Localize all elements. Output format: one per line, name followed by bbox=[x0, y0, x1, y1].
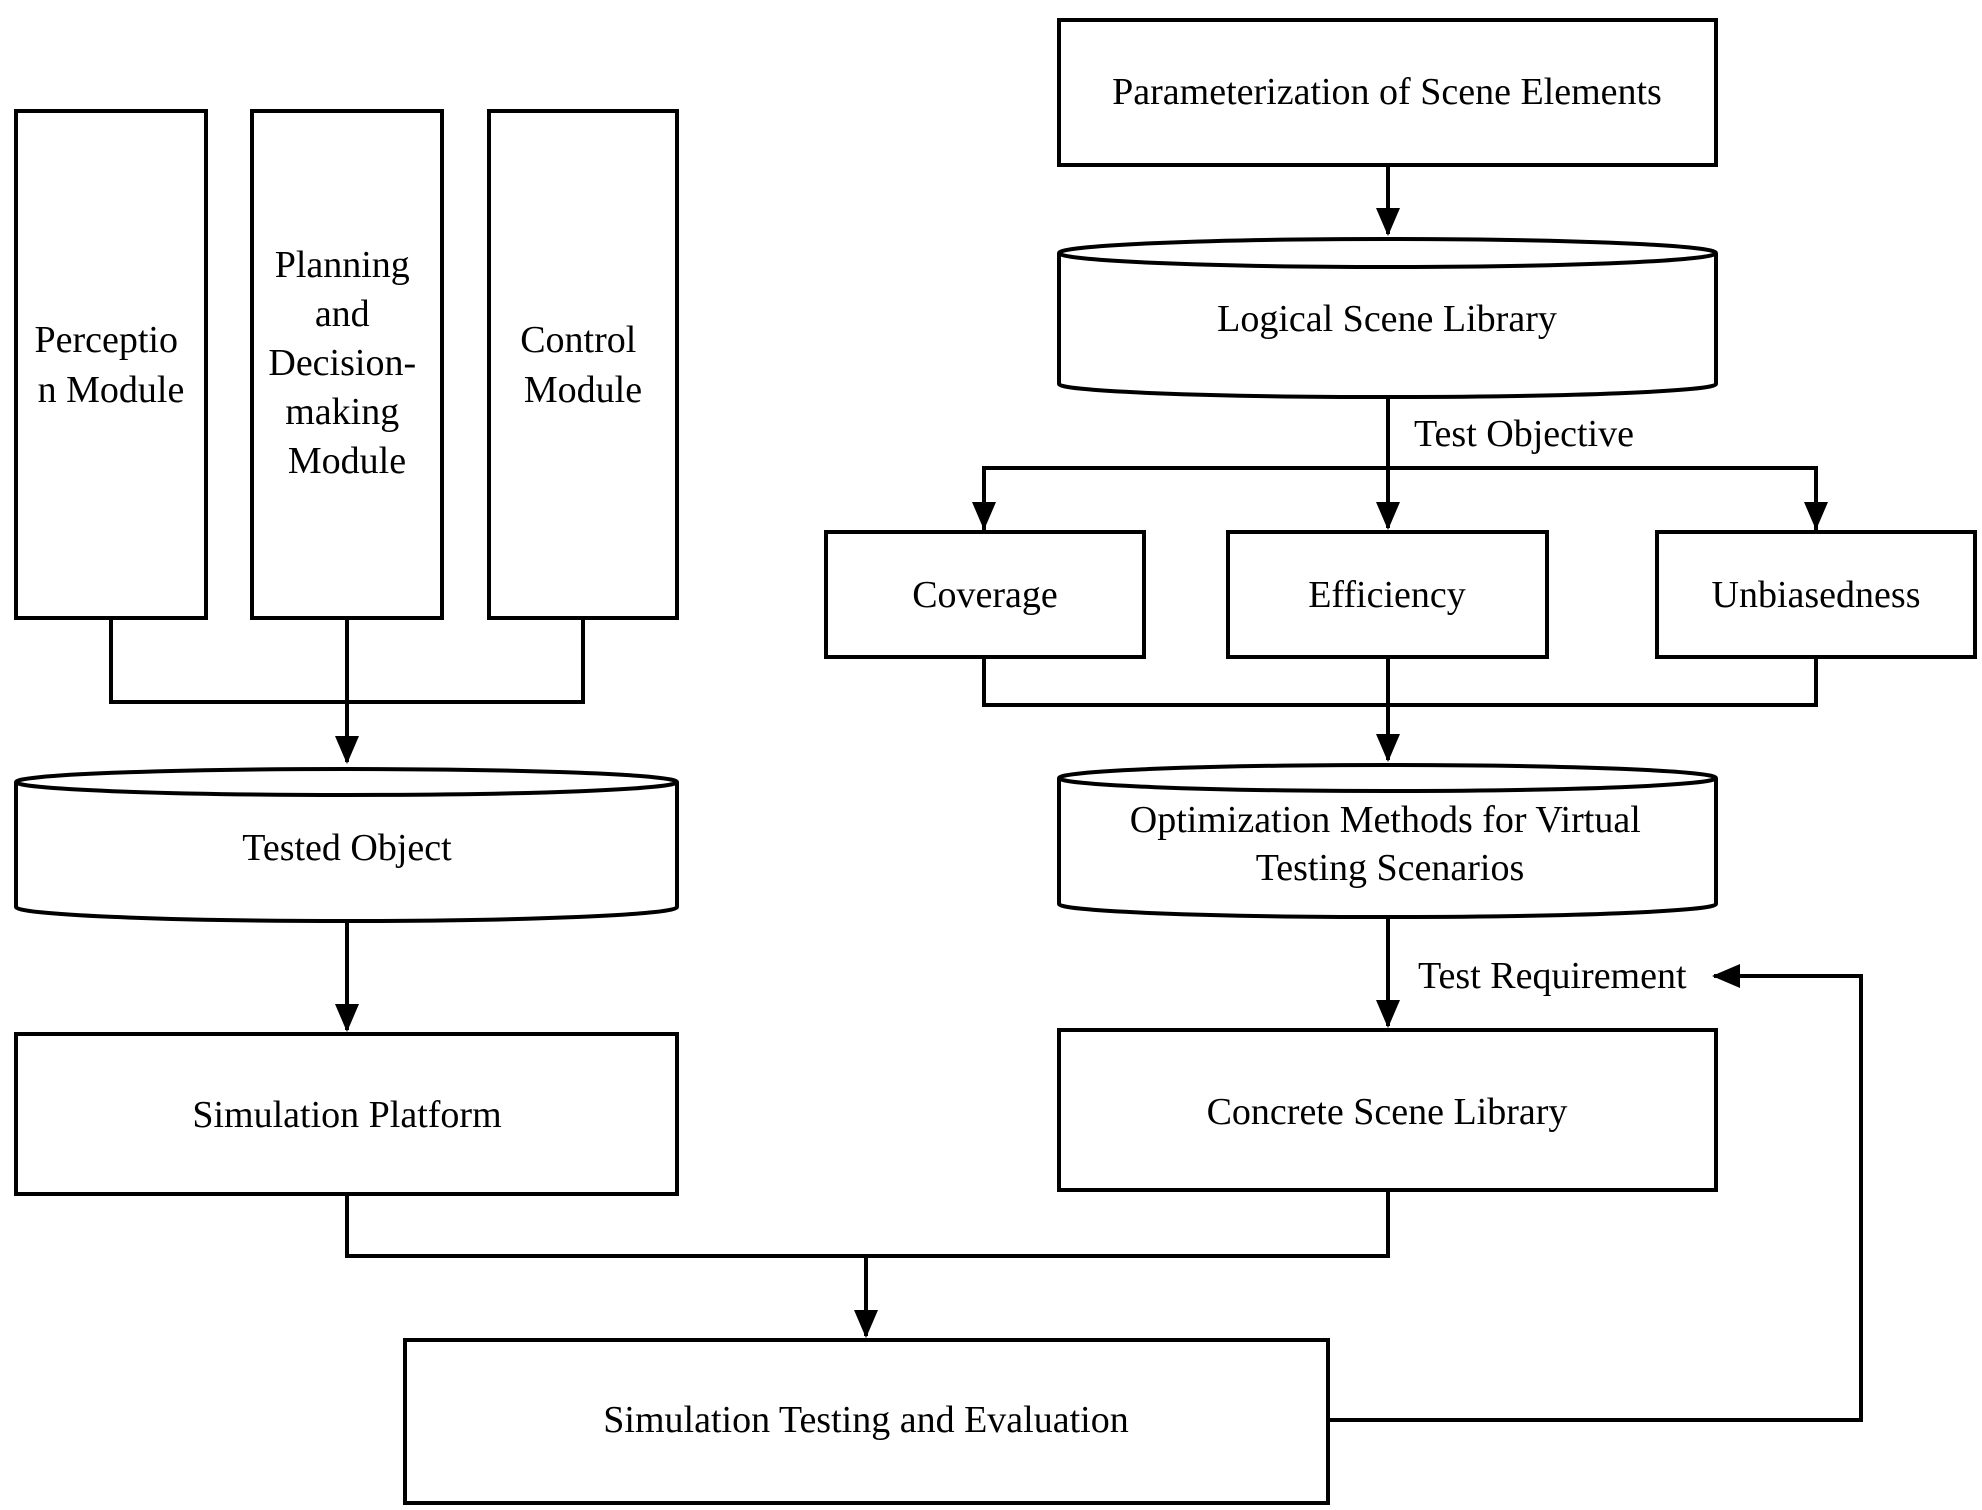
test-requirement-label: Test Requirement bbox=[1418, 955, 1687, 997]
test-objective-label: Test Objective bbox=[1414, 413, 1634, 455]
concrete-scene-library-label: Concrete Scene Library bbox=[1207, 1091, 1568, 1133]
unbiasedness-box: Unbiasedness bbox=[1655, 530, 1977, 659]
efficiency-label: Efficiency bbox=[1308, 574, 1466, 616]
planning-line-3: Decision- bbox=[268, 342, 416, 384]
bottom-merge-connector bbox=[345, 1190, 1390, 1258]
svg-text:Control Module: Control Module bbox=[520, 319, 646, 411]
parameterization-box: Parameterization of Scene Elements bbox=[1057, 18, 1718, 167]
planning-line-2: and bbox=[315, 293, 370, 335]
tested-object-cylinder: Tested Object bbox=[14, 767, 679, 924]
svg-text:Optimization Methods for Virtu: Optimization Methods for Virtual Testing… bbox=[1130, 799, 1651, 889]
logical-scene-library-label: Logical Scene Library bbox=[1217, 298, 1557, 340]
simulation-testing-label: Simulation Testing and Evaluation bbox=[603, 1399, 1128, 1441]
planning-module-box: Planning and Decision- making Module bbox=[250, 109, 444, 620]
tested-object-label: Tested Object bbox=[242, 827, 452, 869]
simulation-testing-box: Simulation Testing and Evaluation bbox=[403, 1338, 1330, 1505]
parameterization-label: Parameterization of Scene Elements bbox=[1112, 71, 1662, 113]
planning-line-5: Module bbox=[288, 440, 406, 482]
coverage-label: Coverage bbox=[912, 574, 1058, 616]
perception-line-1: Perceptio bbox=[34, 319, 178, 361]
unbiasedness-label: Unbiasedness bbox=[1712, 574, 1921, 616]
feedback-loop-arrow bbox=[1328, 964, 1863, 1422]
planning-line-1: Planning bbox=[275, 244, 410, 286]
perception-module-box: Perceptio n Module bbox=[14, 109, 208, 620]
optimization-line-1: Optimization Methods for Virtual bbox=[1130, 799, 1641, 841]
concrete-scene-library-box: Concrete Scene Library bbox=[1057, 1028, 1718, 1192]
objectives-branch-bar bbox=[982, 466, 1818, 532]
control-module-box: Control Module bbox=[487, 109, 679, 620]
efficiency-box: Efficiency bbox=[1226, 530, 1549, 659]
planning-line-4: making bbox=[285, 391, 399, 433]
svg-text:Perceptio n Module: Perceptio n Module bbox=[34, 319, 187, 411]
objectives-merge-connector bbox=[982, 657, 1818, 707]
logical-scene-library-cylinder: Logical Scene Library bbox=[1057, 237, 1718, 400]
optimization-methods-cylinder: Optimization Methods for Virtual Testing… bbox=[1057, 763, 1718, 920]
svg-text:Planning and Decis: Planning and Decision- making Module bbox=[268, 244, 425, 482]
perception-line-2: n Module bbox=[38, 369, 185, 411]
simulation-platform-box: Simulation Platform bbox=[14, 1032, 679, 1196]
simulation-platform-label: Simulation Platform bbox=[192, 1094, 501, 1136]
coverage-box: Coverage bbox=[824, 530, 1146, 659]
optimization-line-2: Testing Scenarios bbox=[1256, 847, 1525, 889]
control-line-2: Module bbox=[524, 369, 642, 411]
control-line-1: Control bbox=[520, 319, 636, 361]
